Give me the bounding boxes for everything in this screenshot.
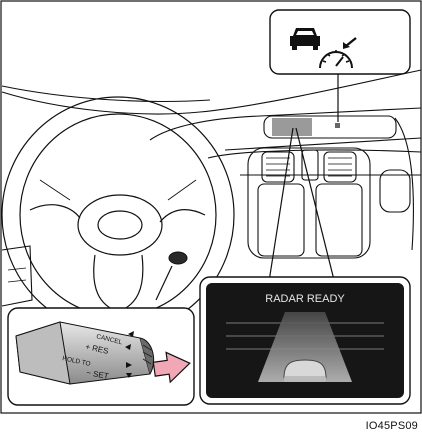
wheel-switch [169, 252, 187, 264]
vehicle-icon [284, 360, 326, 382]
radar-ready-label: RADAR READY [265, 293, 345, 305]
steering-wheel [2, 97, 234, 333]
figure-code: IO45PS09 [366, 420, 418, 432]
display-indicator [335, 123, 340, 128]
dashboard-outline [2, 70, 421, 306]
switch-leader-line [156, 266, 172, 300]
